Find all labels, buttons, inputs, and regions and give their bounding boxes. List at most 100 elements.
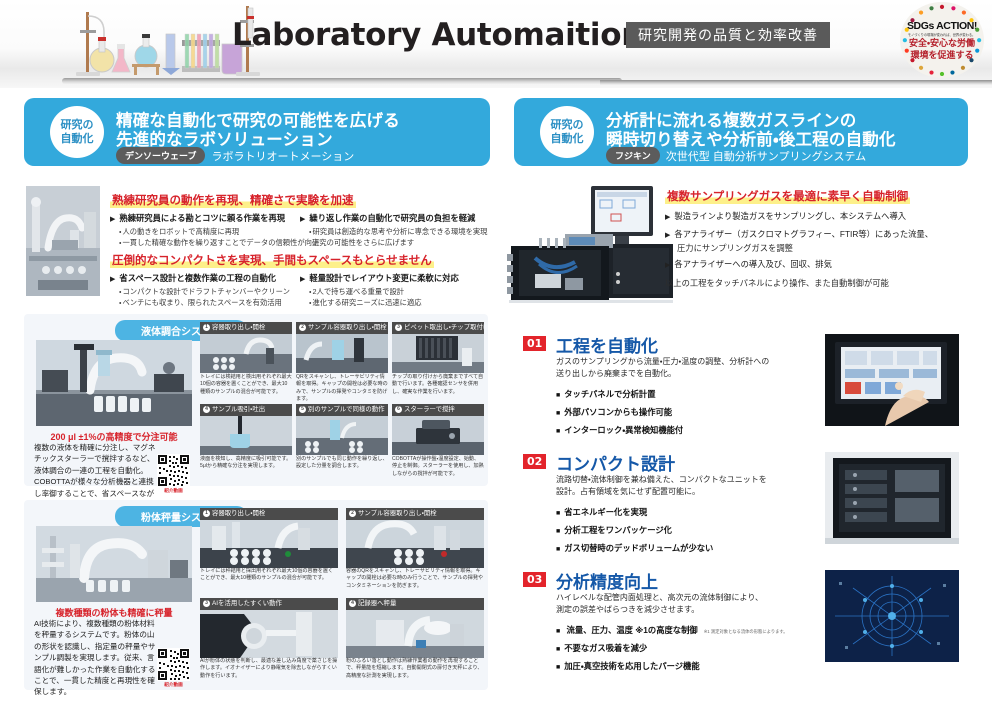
precision-analysis-photo [825,570,959,662]
right-headline-1: 分析計に流れる複数ガスラインの [606,112,857,130]
qr-code-icon[interactable] [157,648,190,681]
liquid-step-3-caption: チップの取り付けから廃棄まですべて自動で行います。各種確認センサを併用し、確実な… [392,374,484,395]
feature-block-02: 02 コンパクト設計 流路切替・流体制御を兼ね備えた、コンパクトなユニットを 設… [523,452,963,557]
liquid-step-5-num: 5 [299,406,306,413]
powder-step-2-num: 2 [349,510,356,517]
left-brand-row: デンソーウェーブ ラボラトリオートメーション [116,147,354,164]
liquid-step-4-num: 4 [203,406,210,413]
sdg-dot-ring-icon [902,4,982,77]
topic2-col1-sub2: ベンチにも収まり、限られたスペースを有効活用 [119,297,300,308]
feature-03-item-1-label: 流量、圧力、温度 ※1の高度な制御 [566,625,698,635]
right-bullet-1: 製造ラインより製造ガスをサンプリングし、本システムへ導入 [665,210,985,224]
liquid-step-5-title: 別のサンプルで同様の動作 [308,406,385,413]
right-panel: 複数サンプリングガスを最適に素早く自動制御 製造ラインより製造ガスをサンプリング… [497,174,992,701]
powder-step-1-caption: トレイには秤結用と採出用それぞれ最大10個の容器を置くことができ、最大10種類の… [200,568,334,582]
feature-03-items: 流量、圧力、温度 ※1の高度な制御 ※1 測定対象となる流体の形態によります。 不… [556,622,788,676]
topic1-title: 熟練研究員の動作を再現、精確さで実験を加速 [110,192,356,208]
topic1-col1-sub1: 人の動きをロボットで高精度に再現 [119,226,300,237]
feature-01-desc: ガスのサンプリングから流量・圧力・温度の調整、分析計への 送り出しから廃棄までを… [556,356,826,380]
powder-system-card: 粉体秤量システム 複数種類の粉体も精確に秤量 AI技術により、複数種類の粉体材料… [24,500,488,696]
left-badge-line-2: 自動化 [60,133,94,145]
right-brand-row: フジキン 次世代型 自動分析サンプリングシステム [606,147,866,164]
powder-step-3-title: AIを活用したすくい動作 [212,600,282,607]
liquid-step-3-title: ピペット取出し・チップ取付け [404,324,484,331]
feature-01-title: 工程を自動化 [556,337,658,356]
liquid-system-card: 液体調合システム 200 μl ±1%の高精度で分注可能 [24,314,488,509]
liquid-dispensing-photo [36,340,192,426]
step-photo-2 [296,334,388,373]
topic1-col2: 繰り返し作業の自動化で研究員の負担を軽減 研究員は創造的な思考や分析に専念できる… [300,212,495,248]
left-panel: 熟練研究員の動作を再現、精確さで実験を加速 熟練研究員による勘とコツに頼る作業を… [0,174,497,701]
liquid-step-1-caption: トレイには検結用と検出用それぞれ最大10個の容器を置くことができ、最大10種類の… [200,374,292,395]
right-topic-footer: 以上の工程をタッチパネルにより操作、また自動制御が可能 [665,278,889,288]
topic2-col1-main: 省スペース設計と複数作業の工程の自動化 [110,272,300,286]
liquid-step-3-num: 3 [395,324,402,331]
left-research-badge: 研究の 自動化 [50,106,104,158]
feature-03-desc-2: 測定の誤差やばらつきを減少させます。 [556,605,700,614]
topic2-title: 圧倒的なコンパクトさを実現、手間もスペースもとらせません [110,252,434,268]
topic2-col2: 軽量設計でレイアウト変更に柔軟に対応 2人で持ち運べる重量で設計 進化する研究ニ… [300,272,495,308]
qr-code-icon[interactable] [157,454,190,487]
liquid-step-4-caption: 液面を検知し、高精度に吸引可能です。5μlから精確な分注を実現します。 [200,456,292,470]
feature-03-note: ※1 測定対象となる流体の形態によります。 [703,629,788,634]
topic2-col1: 省スペース設計と複数作業の工程の自動化 コンパクトな設計でドラフトチャンバーやク… [110,272,300,308]
powder-qr-label: 紹介動画 [164,682,183,687]
feature-02-number: 02 [523,454,547,469]
right-badge-line-2: 自動化 [550,133,584,145]
header-subtitle-chip: 研究開発の品質と効率改善 [626,22,830,48]
powder-weighing-photo [36,526,192,602]
powder-step-photo-1 [200,520,338,568]
feature-03-number: 03 [523,572,547,587]
topic2-col2-sub2: 進化する研究ニーズに迅速に適応 [309,297,495,308]
feature-01-number: 01 [523,336,547,351]
liquid-step-6-title: スターラーで撹拌 [404,406,455,413]
page-header: Laboratory Automaition 研究開発の品質と効率改善 SDGs… [0,0,992,88]
powder-step-photo-4 [346,610,484,658]
feature-02-title: コンパクト設計 [556,455,675,474]
analyzer-machine-photo [505,182,677,312]
step-photo-6 [392,416,484,455]
step-photo-3 [392,334,484,373]
topic2-col1-sub1: コンパクトな設計でドラフトチャンバーやクリーン [119,286,300,297]
powder-step-2-caption: 容器のQRをスキャンし、トレーサビリティ情報を取得。キャップの開栓は必要な時のみ… [346,568,484,589]
header-shelf-line-right [600,80,992,85]
feature-02-item-3: ガス切替時のデッドボリュームが少ない [556,540,713,558]
feature-02-item-2: 分析工程をワンパッケージ化 [556,522,713,540]
liquid-step-1-title: 容器取り出し・開栓 [212,324,266,331]
feature-03-desc: ハイレベルな配管内面処理と、高次元の流体制御により、 測定の誤差やばらつきを減少… [556,592,826,616]
liquid-step-5-caption: 別のサンプルでも同じ動作を繰り返し、設定した分量を調合します。 [296,456,388,470]
header-shelf-line [62,78,622,84]
liquid-step-2-caption: QRをスキャンし、トレーサビリティ情報を取得。キャップの開栓は必要な時のみで、サ… [296,374,388,403]
feature-03-item-1: 流量、圧力、温度 ※1の高度な制御 ※1 測定対象となる流体の形態によります。 [556,622,788,640]
feature-03-item-2: 不要なガス吸着を減少 [556,640,788,658]
topic1-col1-main: 熟練研究員による勘とコツに頼る作業を再現 [110,212,300,226]
left-headline-1: 精確な自動化で研究の可能性を広げる [116,112,400,130]
liquid-step-6-num: 6 [395,406,402,413]
topic1-col1: 熟練研究員による勘とコツに頼る作業を再現 人の動きをロボットで高精度に再現 一貫… [110,212,319,248]
powder-system-caption: 複数種類の粉体も精確に秤量 [55,608,173,618]
step-photo-4 [200,416,292,455]
topic1-col2-sub1: 研究員は創造的な思考や分析に専念できる環境を実現 [309,226,495,237]
topic2-col2-sub1: 2人で持ち運べる重量で設計 [309,286,495,297]
powder-step-2-title: サンプル容器取り出し・開栓 [358,510,437,517]
right-bullet-2: 各アナライザー（ガスクロマトグラフィー、FTIR等）にあった流量、 [665,228,985,242]
right-bullet-2-cont: 圧力にサンプリングガスを調整 [677,243,793,253]
feature-02-desc-2: 設計。占有領域を気にせず配置可能に。 [556,487,700,496]
powder-step-3-num: 3 [203,600,210,607]
liquid-step-6-caption: COBOTTAが操作盤・温度設定、始動、停止を制御。スターラーを使用し、加熱しな… [392,456,484,477]
liquid-step-1-num: 1 [203,324,210,331]
liquid-step-2-num: 2 [299,324,306,331]
feature-01-item-1: タッチパネルで分析計置 [556,386,683,404]
